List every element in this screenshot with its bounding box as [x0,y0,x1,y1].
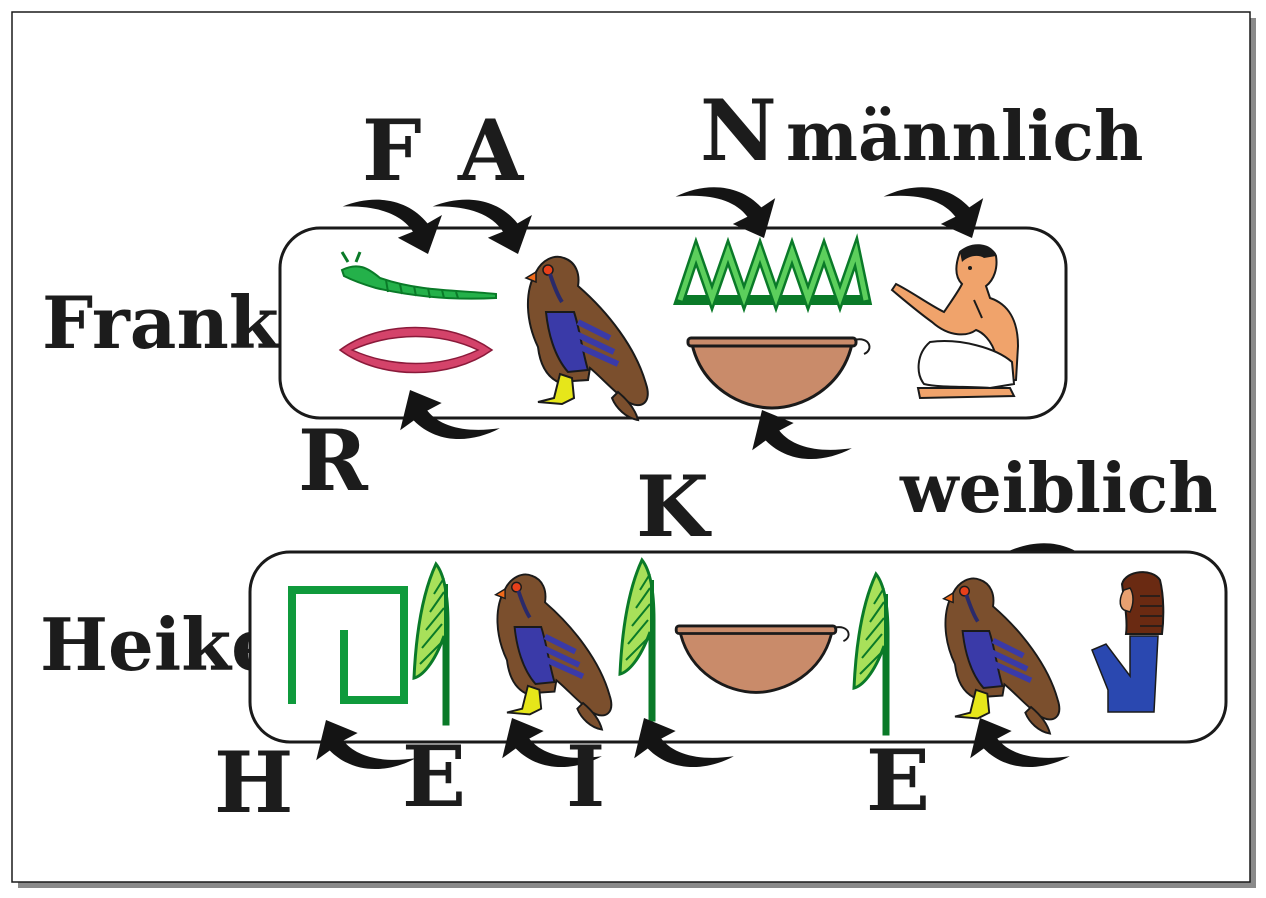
label-e1: E [402,727,466,826]
courtyard-icon [288,586,408,704]
cartouche-frank [278,226,1068,420]
label-weiblich: weiblich [899,449,1218,529]
name-heike: Heike [40,602,277,687]
label-r: R [298,411,369,510]
name-frank: Frank [42,280,281,365]
label-k: K [636,457,712,556]
label-h: H [214,733,293,832]
label-f: F [362,101,422,200]
mouth-icon [338,326,494,374]
label-maennlich: männlich [786,97,1143,177]
label-i: I [566,727,605,826]
seated-woman-icon [1091,571,1165,713]
label-a: A [457,101,525,200]
water-icon [673,233,873,314]
label-e2: E [866,731,930,830]
seated-man-icon [890,244,1020,400]
label-n: N [700,81,777,180]
horned-viper-icon [340,251,497,300]
